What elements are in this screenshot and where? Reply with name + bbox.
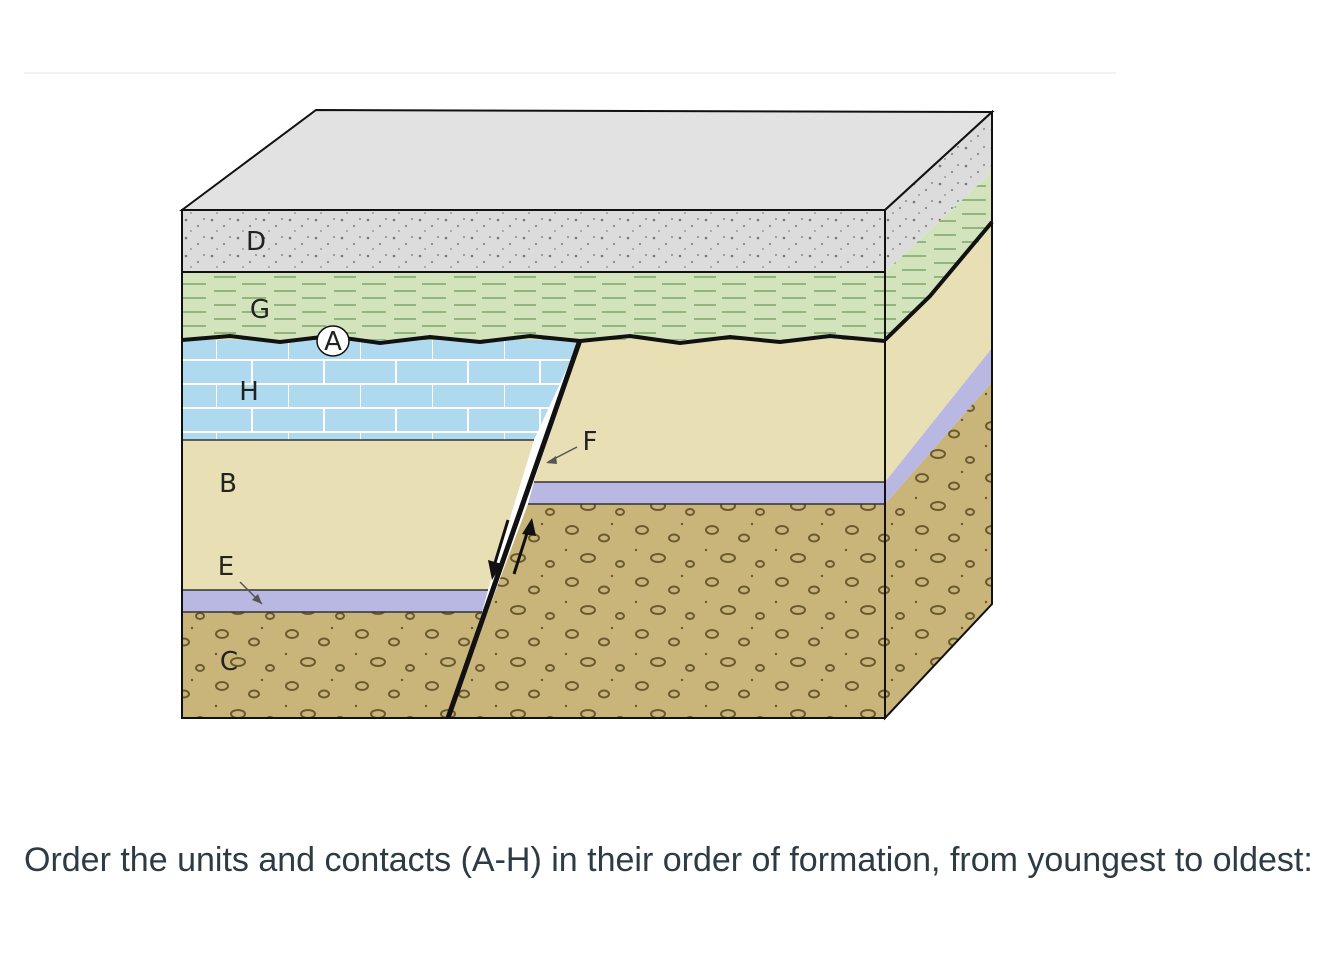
unconformity-A xyxy=(181,333,886,346)
top-divider xyxy=(24,72,1116,74)
label-D: D xyxy=(246,227,266,257)
top-surface xyxy=(178,108,995,211)
fault-F xyxy=(445,339,583,719)
unit-B-left xyxy=(182,440,534,590)
unit-E-right xyxy=(528,482,885,504)
fault-motion-arrows xyxy=(488,518,536,580)
label-A-circle xyxy=(316,325,350,357)
label-H: H xyxy=(239,377,259,407)
right-face xyxy=(883,109,994,721)
unit-E-left xyxy=(182,590,488,612)
label-B: B xyxy=(219,469,237,499)
label-G: G xyxy=(250,295,270,325)
label-F: F xyxy=(583,427,598,457)
label-E: E xyxy=(218,552,234,582)
unit-B-right xyxy=(534,340,885,482)
label-C: C xyxy=(220,647,238,677)
question-text: Order the units and contacts (A-H) in th… xyxy=(24,841,1313,879)
label-A: A xyxy=(324,327,342,357)
block-diagram: D G A H B E C F xyxy=(178,108,995,721)
